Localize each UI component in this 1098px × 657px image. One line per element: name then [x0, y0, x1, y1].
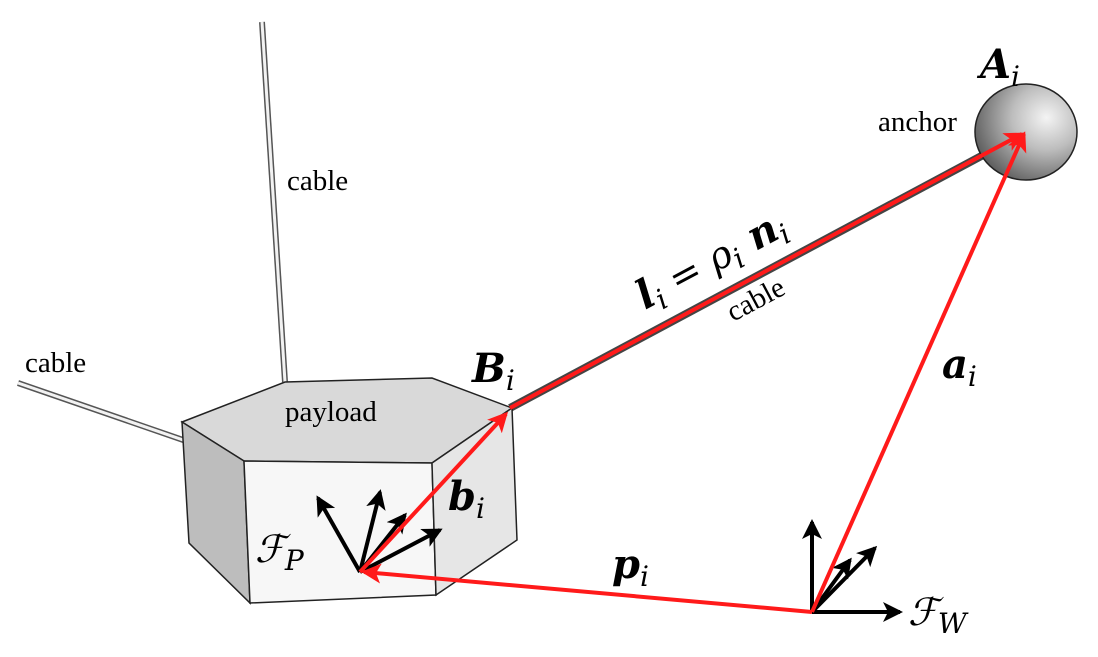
symbol-p-vector: pi: [612, 541, 649, 593]
vector-p: [361, 563, 813, 614]
vector-b: [358, 411, 509, 574]
cable-top-line: [259, 21, 288, 383]
anchor-label: anchor: [878, 106, 957, 138]
symbol-a-point: Ai: [976, 41, 1020, 93]
red-vectors: [358, 131, 1027, 614]
payload-label: payload: [285, 396, 377, 428]
payload-prism: [180, 377, 518, 605]
cable-left-label: cable: [25, 347, 86, 379]
vector-l: [509, 132, 1025, 410]
symbol-b-point: Bi: [471, 345, 515, 397]
symbol-frame-fw: ℱW: [908, 590, 969, 640]
frame-fw-axes: [802, 519, 903, 622]
symbol-b-vector: bi: [448, 473, 485, 525]
cable-top-label: cable: [287, 165, 348, 197]
symbol-a-vector: ai: [942, 341, 977, 393]
payload-right-face: [431, 406, 518, 597]
vector-a: [810, 131, 1027, 613]
anchor-sphere: [974, 83, 1078, 181]
